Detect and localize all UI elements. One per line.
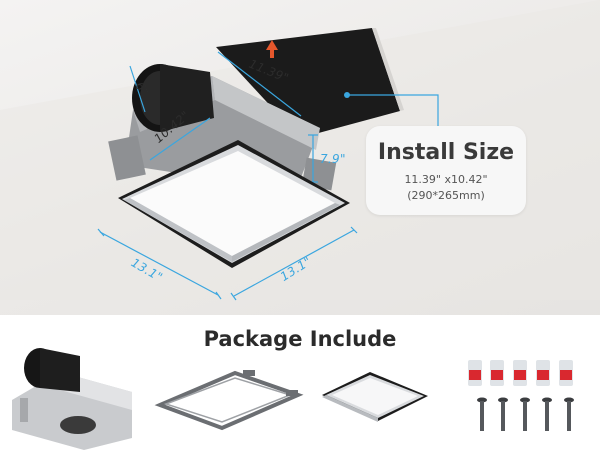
mounting-bracket-item [154, 370, 304, 431]
height-label: 7.9" [320, 152, 346, 166]
install-size-inches: 11.39" x10.42" [404, 173, 488, 186]
led-panel [130, 151, 335, 256]
ceiling-cutout [216, 28, 400, 138]
led-grille-item [322, 372, 428, 422]
up-arrow-icon [266, 40, 278, 58]
package-title: Package Include [203, 327, 397, 351]
install-size-card: Install Size 11.39" x10.42" (290*265mm) [366, 126, 526, 215]
install-size-mm: (290*265mm) [407, 189, 485, 202]
fan-housing-item [12, 348, 132, 450]
wire-connectors-item [468, 360, 573, 386]
install-size-title: Install Size [377, 140, 515, 165]
package-items [12, 348, 574, 450]
screws-item [477, 397, 574, 431]
